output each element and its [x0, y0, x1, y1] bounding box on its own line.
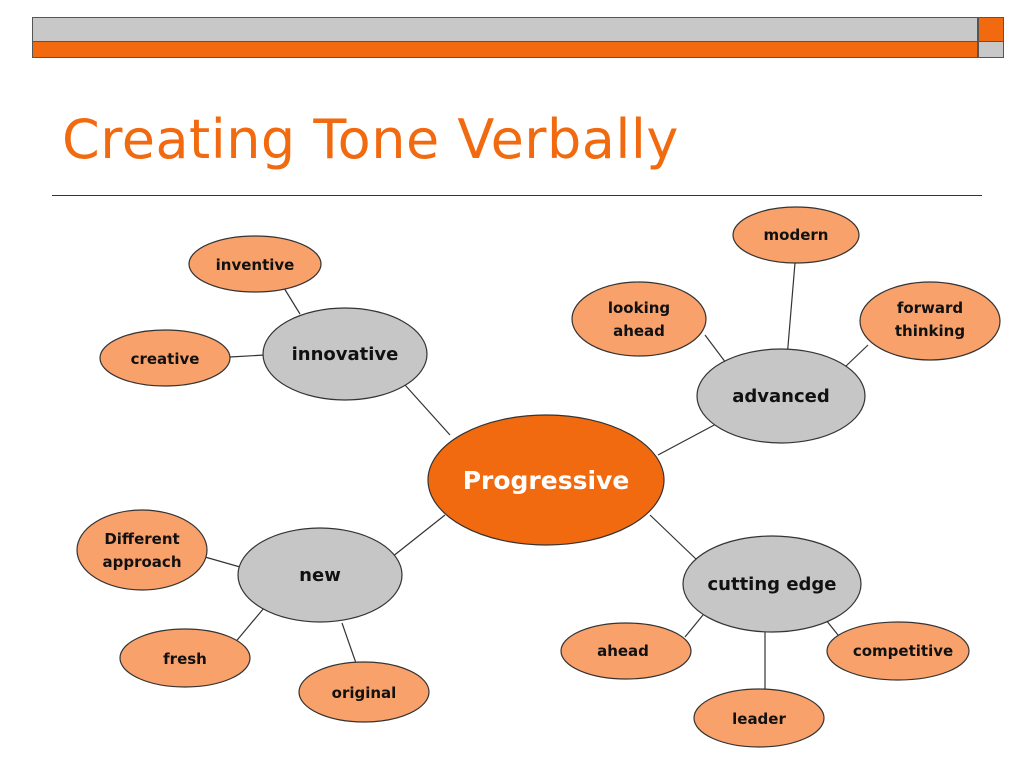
connector-cutting-edge-ahead — [684, 614, 704, 638]
connector-new-original — [341, 622, 358, 667]
connector-center-advanced — [657, 422, 719, 456]
hub-label-cutting-edge: cutting edge — [707, 574, 836, 595]
leaf-label-ahead-line2: ahead — [613, 322, 665, 340]
header-bar-gray — [32, 17, 978, 42]
connectors — [204, 262, 869, 690]
header-bar-orange — [32, 42, 978, 58]
leaf-label-looking: looking — [608, 299, 670, 317]
connector-advanced-modern — [786, 262, 796, 359]
hub-node-advanced: advanced — [696, 348, 866, 444]
connector-new-different-approach — [204, 556, 241, 568]
leaf-label-competitive: competitive — [853, 642, 953, 660]
leaf-node-forward-thinking: forward thinking — [859, 281, 1001, 361]
hub-label-innovative: innovative — [292, 344, 399, 365]
leaf-node-ahead: ahead — [560, 622, 692, 680]
leaf-label-forward: forward — [897, 299, 963, 317]
center-node-progressive: Progressive — [427, 414, 665, 546]
connector-advanced-forward-thinking — [844, 344, 869, 368]
center-label: Progressive — [463, 466, 630, 495]
connector-advanced-looking-ahead — [704, 334, 727, 364]
leaf-label-thinking: thinking — [895, 322, 965, 340]
leaf-node-creative: creative — [99, 329, 231, 387]
header-square-gray — [978, 42, 1004, 58]
hub-node-new: new — [237, 527, 403, 623]
leaf-label-ahead: ahead — [597, 642, 649, 660]
leaf-label-fresh: fresh — [163, 650, 207, 668]
hub-label-advanced: advanced — [732, 386, 830, 407]
leaf-label-different: Different — [104, 530, 179, 548]
leaf-label-creative: creative — [131, 350, 200, 368]
connector-center-new — [391, 514, 446, 558]
hub-label-new: new — [299, 565, 341, 586]
connector-cutting-edge-competitive — [825, 619, 839, 636]
connector-innovative-creative — [229, 354, 266, 358]
header-square-orange — [978, 17, 1004, 42]
leaf-node-original: original — [298, 661, 430, 723]
leaf-label-inventive: inventive — [216, 256, 295, 274]
hub-node-innovative: innovative — [262, 307, 428, 401]
leaf-label-leader: leader — [732, 710, 786, 728]
leaf-node-modern: modern — [732, 206, 860, 264]
leaf-node-leader: leader — [693, 688, 825, 748]
leaf-node-fresh: fresh — [119, 628, 251, 688]
leaf-node-competitive: competitive — [826, 621, 970, 681]
connector-innovative-inventive — [283, 287, 301, 315]
connector-center-cutting-edge — [649, 514, 698, 561]
leaf-label-approach: approach — [103, 553, 182, 571]
connector-new-fresh — [232, 607, 265, 646]
title-divider — [52, 195, 982, 196]
leaf-label-modern: modern — [764, 226, 829, 244]
leaf-node-looking-ahead: looking ahead — [571, 281, 707, 357]
leaf-node-inventive: inventive — [188, 235, 322, 293]
slide-title: Creating Tone Verbally — [62, 108, 679, 171]
hub-node-cutting-edge: cutting edge — [682, 535, 862, 633]
leaf-node-different-approach: Different approach — [76, 509, 208, 591]
connector-center-innovative — [404, 384, 451, 436]
leaf-label-original: original — [332, 684, 397, 702]
